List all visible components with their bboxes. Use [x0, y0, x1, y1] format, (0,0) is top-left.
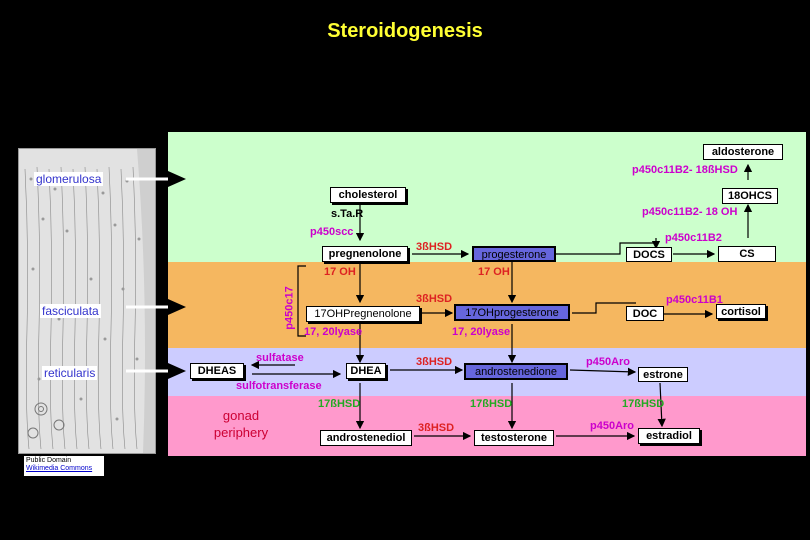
glomerulosa-band — [168, 132, 806, 262]
p450c11b2-18oh-label: p450c11B2- 18 OH — [642, 206, 738, 218]
sulfatase-label: sulfatase — [256, 352, 304, 364]
18ohcs-box: 18OHCS — [722, 188, 778, 204]
3bhsd-label-4: 3ßHSD — [418, 422, 455, 434]
p450scc-label: p450scc — [310, 226, 354, 238]
17oh-label-2: 17 OH — [478, 266, 510, 278]
estrone-box: estrone — [638, 367, 688, 382]
17bhsd-label-1: 17ßHSD — [318, 398, 361, 410]
cortisol-box: cortisol — [716, 304, 766, 319]
dheas-box: DHEAS — [190, 363, 244, 379]
aldosterone-box: aldosterone — [703, 144, 783, 160]
testosterone-box: testosterone — [474, 430, 554, 446]
sulfotransferase-label: sulfotransferase — [236, 380, 322, 392]
gonad-label: gonad — [222, 408, 260, 423]
page-title: Steroidogenesis — [327, 20, 483, 42]
3bhsd-label-3: 3ßHSD — [416, 356, 453, 368]
reticularis-label: reticularis — [42, 366, 98, 380]
17ohprogesterone-box: 17OHprogesterone — [454, 304, 570, 321]
pregnenolone-box: pregnenolone — [322, 246, 408, 262]
p450c17-label: p450c17 — [283, 286, 296, 330]
3bhsd-label-1: 3ßHSD — [416, 241, 453, 253]
star-label: s.Ta.R — [331, 208, 364, 220]
p450c11b2-18hsd-label: p450c11B2- 18ßHSD — [632, 164, 738, 176]
credit-source-link[interactable]: Wikimedia Commons — [26, 465, 93, 472]
p450c11b1-label: p450c11B1 — [666, 294, 723, 306]
androstenedione-box: androstenedione — [464, 363, 568, 380]
estradiol-box: estradiol — [638, 428, 700, 444]
gonad-periphery-label: gonad periphery — [196, 407, 286, 441]
periphery-label: periphery — [213, 425, 269, 440]
cs-box: CS — [718, 246, 776, 262]
docs-box: DOCS — [626, 247, 672, 262]
progesterone-box: progesterone — [472, 246, 556, 262]
fasciculata-label: fasciculata — [40, 304, 101, 318]
androstenediol-box: androstenediol — [320, 430, 412, 446]
17-20lyase-label-1: 17, 20lyase — [304, 326, 363, 338]
gonad-band — [168, 396, 806, 456]
17-20lyase-label-2: 17, 20lyase — [452, 326, 511, 338]
17bhsd-label-2: 17ßHSD — [470, 398, 513, 410]
image-credit: Public Domain Wikimedia Commons — [24, 456, 104, 476]
adrenal-cortex-illustration — [18, 148, 156, 454]
cholesterol-box: cholesterol — [330, 187, 406, 203]
glomerulosa-label: glomerulosa — [34, 172, 104, 186]
credit-license: Public Domain — [26, 457, 72, 464]
p450c11b2-label: p450c11B2 — [665, 232, 722, 244]
3bhsd-label-2: 3ßHSD — [416, 293, 453, 305]
17bhsd-label-3: 17ßHSD — [622, 398, 665, 410]
dhea-box: DHEA — [346, 363, 386, 379]
p450aro-label-1: p450Aro — [586, 356, 631, 368]
17ohpregnenolone-box: 17OHPregnenolone — [306, 306, 420, 322]
p450aro-label-2: p450Aro — [590, 420, 635, 432]
doc-box: DOC — [626, 306, 664, 321]
17oh-label-1: 17 OH — [324, 266, 356, 278]
